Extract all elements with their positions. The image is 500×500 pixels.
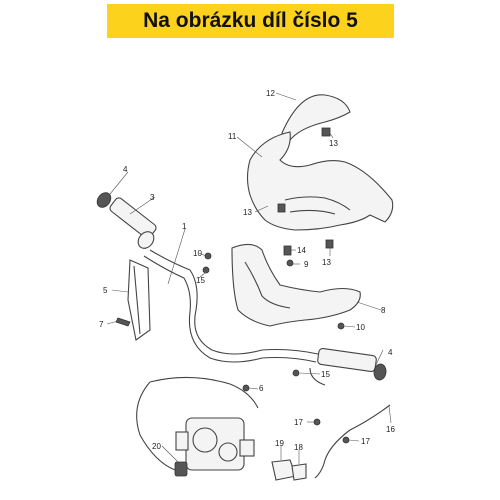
part-4-bar-end-right bbox=[373, 363, 387, 381]
callout-10: 10 bbox=[356, 323, 365, 332]
callout-10: 10 bbox=[193, 249, 202, 258]
leader-lines bbox=[106, 92, 392, 464]
throttle-body bbox=[175, 417, 255, 471]
callout-6: 6 bbox=[259, 384, 264, 393]
callout-13: 13 bbox=[329, 139, 338, 148]
right-grip-assembly bbox=[317, 348, 387, 381]
part-18-holder bbox=[291, 463, 307, 481]
part-20-sensor bbox=[174, 461, 188, 477]
part-16-throttle-cable bbox=[309, 367, 391, 479]
part-9-bolt bbox=[286, 259, 294, 267]
callout-3: 3 bbox=[150, 193, 155, 202]
callout-11: 11 bbox=[228, 132, 237, 141]
left-grip-assembly bbox=[96, 192, 157, 249]
part-13-clip-b bbox=[277, 203, 286, 213]
callout-16: 16 bbox=[386, 425, 395, 434]
callout-12: 12 bbox=[266, 89, 275, 98]
callout-13: 13 bbox=[243, 208, 252, 217]
part-15-bolt bbox=[202, 266, 210, 274]
part-15-bolt-b bbox=[292, 369, 300, 377]
part-10-bolt-b bbox=[337, 322, 345, 330]
callout-7: 7 bbox=[99, 320, 104, 329]
part-6-bolt bbox=[242, 384, 250, 392]
callout-4: 4 bbox=[388, 348, 393, 357]
callout-13: 13 bbox=[322, 258, 331, 267]
callout-15: 15 bbox=[321, 370, 330, 379]
callout-9: 9 bbox=[304, 260, 309, 269]
banner-title: Na obrázku díl číslo 5 bbox=[143, 9, 358, 32]
part-4-bar-end-left bbox=[96, 192, 112, 208]
part-5-cable-bracket bbox=[127, 259, 151, 341]
part-17-clip-b bbox=[342, 436, 350, 444]
callout-8: 8 bbox=[381, 306, 386, 315]
callout-4: 4 bbox=[123, 165, 128, 174]
callout-18: 18 bbox=[294, 443, 303, 452]
part-3-grip-right bbox=[317, 348, 377, 372]
part-13-clip bbox=[321, 127, 331, 137]
callout-15: 15 bbox=[196, 276, 205, 285]
part-10-bolt bbox=[204, 252, 212, 260]
callout-17: 17 bbox=[294, 418, 303, 427]
callout-14: 14 bbox=[297, 246, 306, 255]
part-17-clip bbox=[313, 418, 321, 426]
callout-5: 5 bbox=[103, 286, 108, 295]
callout-19: 19 bbox=[275, 439, 284, 448]
part-11-handlebar-cover bbox=[246, 131, 394, 231]
part-13-clip-c bbox=[325, 239, 334, 249]
callout-labels: 12 13 11 4 3 13 14 1 10 9 13 15 5 8 7 10… bbox=[99, 89, 395, 452]
callout-1: 1 bbox=[182, 222, 187, 231]
part-8-lower-cover bbox=[231, 243, 361, 327]
part-12-top-cover bbox=[281, 94, 351, 141]
callout-20: 20 bbox=[152, 442, 161, 451]
part-1-handlebar bbox=[149, 249, 319, 355]
part-7-screw bbox=[115, 317, 131, 327]
title-banner: Na obrázku díl číslo 5 bbox=[107, 4, 394, 38]
part-14-nut bbox=[283, 245, 292, 256]
callout-17: 17 bbox=[361, 437, 370, 446]
